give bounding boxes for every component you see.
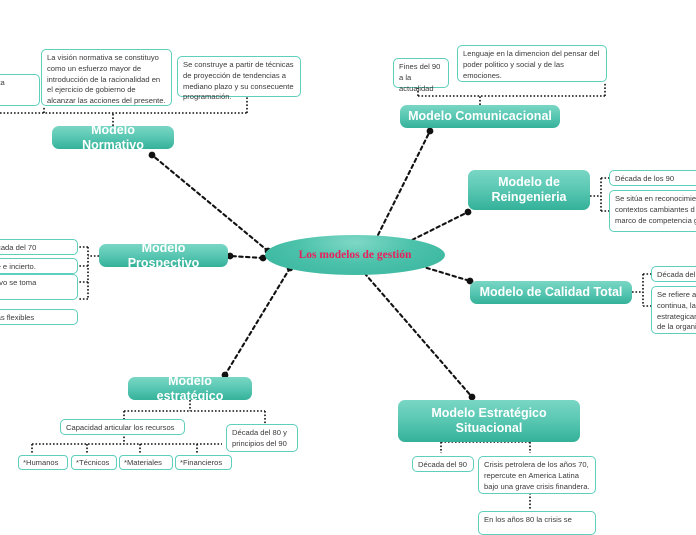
- note-calidad-1[interactable]: Se refiere a l continua, las estrategica…: [651, 286, 696, 334]
- note-estrategico-date[interactable]: Década del 80 y principios del 90: [226, 424, 298, 452]
- leaf-materiales[interactable]: *Materiales: [119, 455, 173, 470]
- note-reingenieria-1[interactable]: Se sitúa en reconocimien contextos cambi…: [609, 190, 696, 232]
- branch-modelo-prospectivo[interactable]: Modelo Prospectivo: [99, 241, 228, 270]
- note-situacional-1[interactable]: Crisis petrolera de los años 70, repercu…: [478, 456, 596, 494]
- bracket-reingenieria: [590, 177, 610, 212]
- bracket-prospectivo: [78, 246, 99, 300]
- leaf-tecnicos[interactable]: *Técnicos: [71, 455, 117, 470]
- note-prospectivo-2[interactable]: mo multiple e incierto.: [0, 258, 78, 274]
- note-calidad-date[interactable]: Década del 9: [651, 266, 696, 282]
- branch-label: Modelo de Calidad Total: [479, 285, 623, 300]
- note-situacional-2[interactable]: En los años 80 la crisis se: [478, 511, 596, 535]
- central-topic-label: Los modelos de gestión: [298, 248, 412, 261]
- branch-modelo-estrategico-situacional[interactable]: Modelo Estratégico Situacional: [398, 400, 580, 442]
- branch-label: Modelo Prospectivo: [127, 240, 200, 270]
- branch-label: Modelo estratégico: [156, 373, 224, 403]
- connector-center-normativo: [150, 153, 270, 253]
- note-estrategico-1[interactable]: Capacidad articular los recursos: [60, 419, 185, 435]
- note-prospectivo-3[interactable]: o prospectivo se toma: [0, 274, 78, 300]
- branch-label: Modelo Normativo: [82, 122, 144, 152]
- central-topic[interactable]: Los modelos de gestión: [265, 235, 445, 275]
- connector-center-prospectivo: [228, 254, 265, 260]
- branch-label: Modelo Estratégico Situacional: [431, 406, 547, 435]
- leaf-humanos[interactable]: *Humanos: [18, 455, 68, 470]
- branch-label: Modelo Comunicacional: [408, 109, 552, 124]
- note-normativo-2[interactable]: Se construye a partir de técnicas de pro…: [177, 56, 301, 101]
- leaf-financieros[interactable]: *Financieros: [175, 455, 232, 470]
- branch-label: Modelo de Reingenieria: [491, 175, 567, 204]
- branch-modelo-calidad-total[interactable]: Modelo de Calidad Total: [470, 281, 632, 304]
- note-prospectivo-1[interactable]: os 60 y década del 70: [0, 239, 78, 255]
- mindmap-canvas: Los modelos de gestión Modelo Normativo …: [0, 45, 696, 535]
- connector-center-estrategico: [223, 266, 292, 377]
- note-normativo-date[interactable]: ...asta ...0: [0, 74, 40, 106]
- note-situacional-date[interactable]: Década del 90: [412, 456, 474, 472]
- note-normativo-1[interactable]: La visión normativa se constituyo como u…: [41, 49, 172, 106]
- note-reingenieria-date[interactable]: Década de los 90: [609, 170, 696, 186]
- note-text: Lenguaje en la dimencion del pensar del …: [463, 49, 600, 80]
- note-comunicacional-date[interactable]: Fines del 90 a la actualidad: [393, 58, 449, 93]
- note-comunicacional-1[interactable]: Lenguaje en la dimencion del pensar del …: [457, 45, 607, 82]
- branch-modelo-estrategico[interactable]: Modelo estratégico: [128, 374, 252, 403]
- connector-center-situacional: [358, 266, 474, 399]
- connector-center-comunicacional: [370, 129, 432, 249]
- branch-modelo-comunicacional[interactable]: Modelo Comunicacional: [400, 105, 560, 128]
- note-prospectivo-4[interactable]: aciones mas flexibles: [0, 309, 78, 325]
- branch-modelo-reingenieria[interactable]: Modelo de Reingenieria: [468, 170, 590, 210]
- branch-modelo-normativo[interactable]: Modelo Normativo: [52, 123, 174, 152]
- bracket-estrategico-leaves: [31, 433, 222, 453]
- bracket-calidad: [632, 273, 652, 307]
